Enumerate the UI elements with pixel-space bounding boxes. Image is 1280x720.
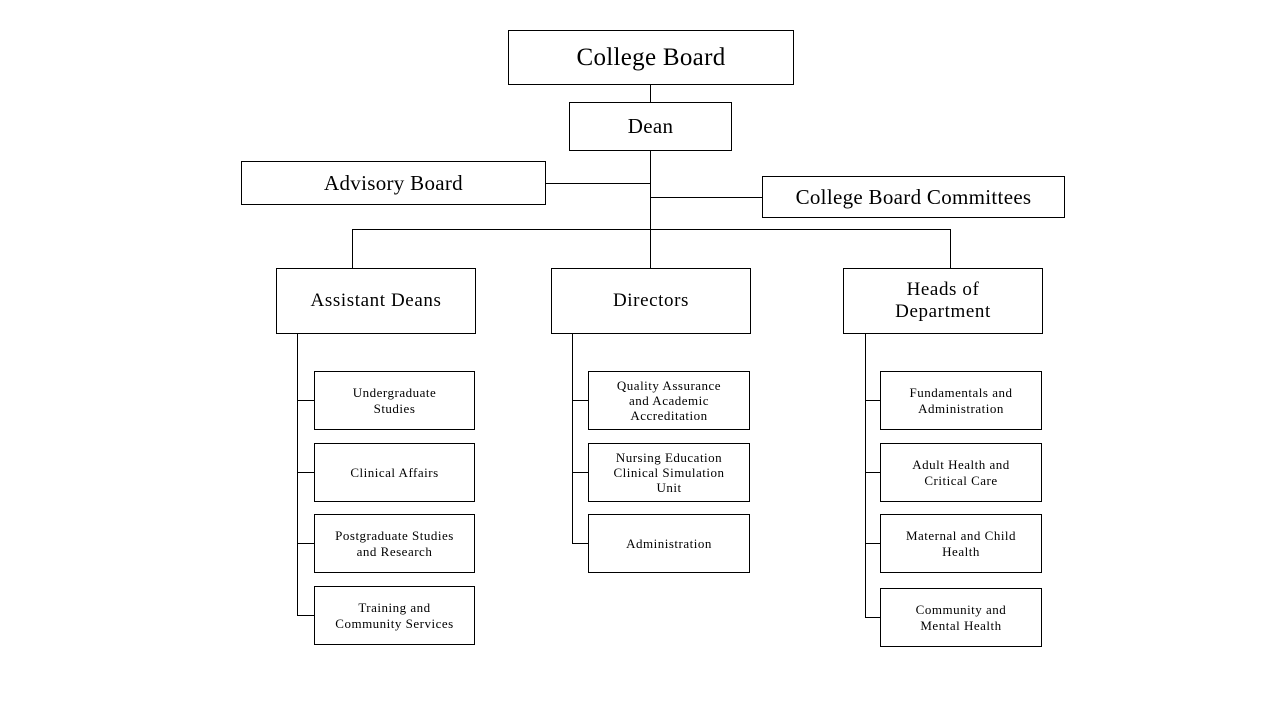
node-quality-assurance-and-academic-accreditation[interactable]: Quality Assurance and Academic Accredita… bbox=[588, 371, 750, 430]
node-heads-of-department-label: Heads of Department bbox=[895, 278, 991, 322]
node-adult-health-and-critical-care[interactable]: Adult Health and Critical Care bbox=[880, 443, 1042, 502]
connector-advisory-board bbox=[545, 183, 651, 184]
connector-heads-stub-1 bbox=[865, 400, 881, 401]
node-dean-label: Dean bbox=[627, 114, 674, 139]
connector-heads-stub-2 bbox=[865, 472, 881, 473]
node-college-board[interactable]: College Board bbox=[508, 30, 794, 85]
node-adult-health-and-critical-care-label: Adult Health and Critical Care bbox=[912, 457, 1010, 488]
node-college-board-committees[interactable]: College Board Committees bbox=[762, 176, 1065, 218]
connector-dean-trunk bbox=[650, 150, 651, 230]
node-assistant-deans[interactable]: Assistant Deans bbox=[276, 268, 476, 334]
connector-assistant-deans-stub-3 bbox=[297, 543, 314, 544]
node-heads-of-department[interactable]: Heads of Department bbox=[843, 268, 1043, 334]
node-clinical-affairs[interactable]: Clinical Affairs bbox=[314, 443, 475, 502]
node-advisory-board-label: Advisory Board bbox=[324, 170, 463, 195]
node-directors-label: Directors bbox=[612, 289, 690, 311]
connector-heads-trunk bbox=[865, 334, 866, 617]
node-training-and-community-services-label: Training and Community Services bbox=[335, 600, 454, 631]
connector-heads-stub-3 bbox=[865, 543, 881, 544]
connector-main-bus bbox=[352, 229, 951, 230]
node-college-board-committees-label: College Board Committees bbox=[795, 184, 1032, 209]
node-undergraduate-studies[interactable]: Undergraduate Studies bbox=[314, 371, 475, 430]
connector-directors-stub-2 bbox=[572, 472, 589, 473]
node-assistant-deans-label: Assistant Deans bbox=[310, 289, 442, 311]
connector-college-board-committees bbox=[650, 197, 763, 198]
node-community-and-mental-health-label: Community and Mental Health bbox=[915, 602, 1007, 633]
connector-bus-drop-assistant-deans bbox=[352, 229, 353, 268]
connector-directors-trunk bbox=[572, 334, 573, 544]
node-fundamentals-and-administration[interactable]: Fundamentals and Administration bbox=[880, 371, 1042, 430]
node-postgraduate-studies-and-research-label: Postgraduate Studies and Research bbox=[335, 528, 454, 559]
connector-assistant-deans-stub-4 bbox=[297, 615, 314, 616]
connector-assistant-deans-trunk bbox=[297, 334, 298, 616]
node-maternal-and-child-health-label: Maternal and Child Health bbox=[905, 528, 1017, 559]
node-fundamentals-and-administration-label: Fundamentals and Administration bbox=[909, 385, 1013, 416]
node-training-and-community-services[interactable]: Training and Community Services bbox=[314, 586, 475, 645]
connector-directors-stub-1 bbox=[572, 400, 589, 401]
node-undergraduate-studies-label: Undergraduate Studies bbox=[352, 385, 437, 416]
connector-bus-drop-directors bbox=[650, 229, 651, 268]
node-quality-assurance-and-academic-accreditation-label: Quality Assurance and Academic Accredita… bbox=[616, 377, 722, 424]
node-maternal-and-child-health[interactable]: Maternal and Child Health bbox=[880, 514, 1042, 573]
node-administration-label: Administration bbox=[626, 535, 712, 551]
node-clinical-affairs-label: Clinical Affairs bbox=[350, 464, 439, 480]
node-nursing-education-clinical-simulation-unit[interactable]: Nursing Education Clinical Simulation Un… bbox=[588, 443, 750, 502]
connector-bus-drop-heads bbox=[950, 229, 951, 268]
node-community-and-mental-health[interactable]: Community and Mental Health bbox=[880, 588, 1042, 647]
connector-directors-stub-3 bbox=[572, 543, 589, 544]
node-directors[interactable]: Directors bbox=[551, 268, 751, 334]
connector-heads-stub-4 bbox=[865, 617, 881, 618]
connector-assistant-deans-stub-2 bbox=[297, 472, 314, 473]
node-college-board-label: College Board bbox=[576, 43, 726, 71]
connector-assistant-deans-stub-1 bbox=[297, 400, 314, 401]
node-advisory-board[interactable]: Advisory Board bbox=[241, 161, 546, 205]
node-administration[interactable]: Administration bbox=[588, 514, 750, 573]
node-postgraduate-studies-and-research[interactable]: Postgraduate Studies and Research bbox=[314, 514, 475, 573]
connector-college-board-to-dean bbox=[650, 84, 651, 103]
node-nursing-education-clinical-simulation-unit-label: Nursing Education Clinical Simulation Un… bbox=[613, 449, 725, 496]
node-dean[interactable]: Dean bbox=[569, 102, 732, 151]
